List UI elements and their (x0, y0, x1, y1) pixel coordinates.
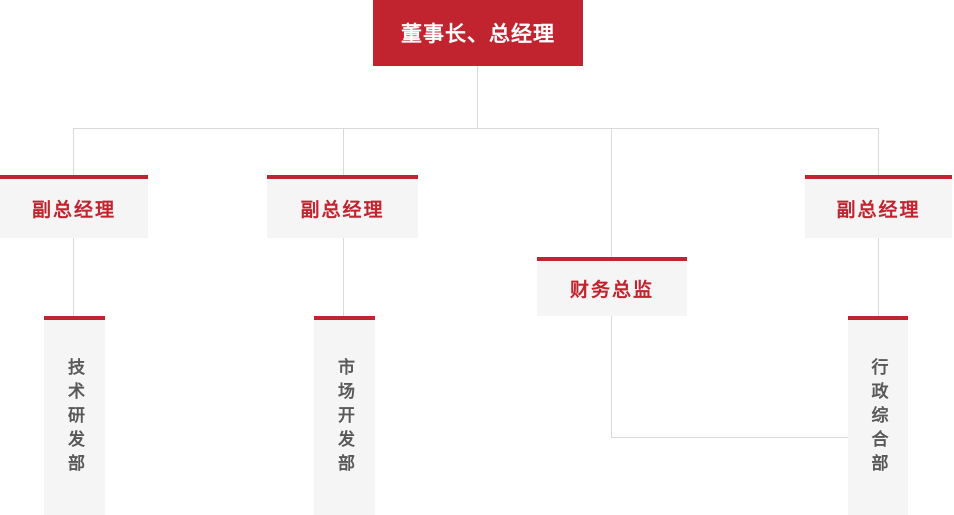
connector-deputy3-to-admin-dept (878, 238, 879, 316)
node-label: 行政综合部 (868, 357, 888, 478)
node-label: 技术研发部 (65, 357, 84, 478)
connector-drop-finance-director (611, 128, 612, 257)
node-label: 副总经理 (836, 200, 921, 221)
node-label: 副总经理 (300, 200, 385, 221)
node-label: 市场开发部 (335, 357, 354, 478)
node-label: 董事长、总经理 (401, 23, 555, 46)
connector-main-horizontal (73, 128, 879, 129)
node-label: 财务总监 (569, 280, 654, 301)
connector-drop-deputy-1 (73, 128, 74, 175)
node-tech-rd-department: 技术研发部 (44, 316, 105, 515)
connector-finance-to-admin-dept (611, 437, 848, 438)
node-label: 副总经理 (31, 200, 116, 221)
connector-finance-director-drop (611, 316, 612, 437)
node-admin-general-department: 行政综合部 (848, 316, 908, 515)
connector-root-drop (477, 66, 478, 128)
connector-drop-deputy-2 (343, 128, 344, 175)
connector-drop-deputy-3 (878, 128, 879, 175)
connector-deputy2-to-market-dept (343, 238, 344, 316)
node-deputy-general-manager-1: 副总经理 (0, 175, 148, 238)
node-market-dev-department: 市场开发部 (314, 316, 375, 515)
connector-deputy1-to-tech-dept (73, 238, 74, 316)
node-finance-director: 财务总监 (537, 257, 687, 316)
node-chairman-general-manager: 董事长、总经理 (373, 0, 583, 66)
node-deputy-general-manager-2: 副总经理 (267, 175, 418, 238)
node-deputy-general-manager-3: 副总经理 (805, 175, 952, 238)
